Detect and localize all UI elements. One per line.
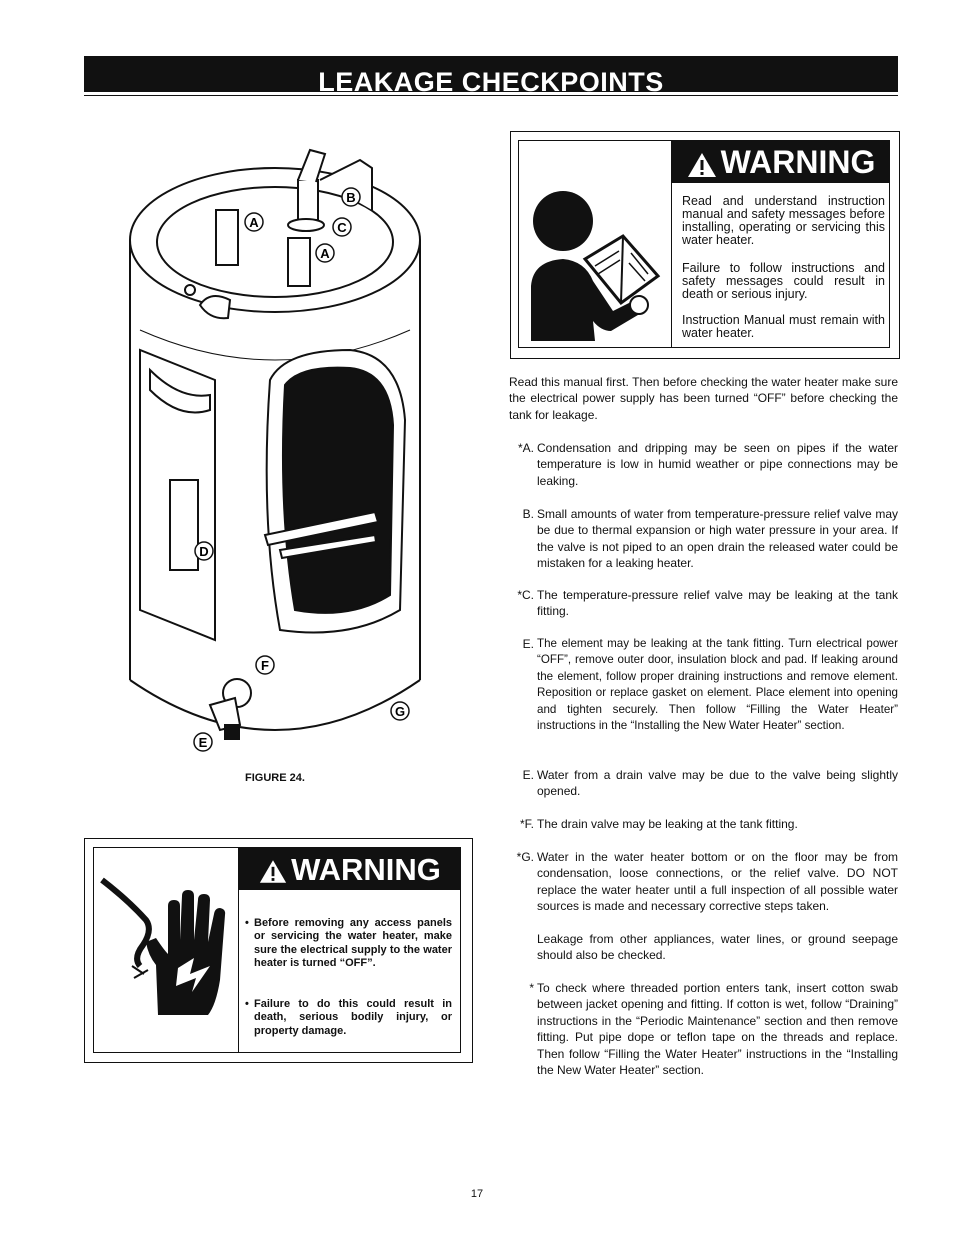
- warning-heading: WARNING: [720, 144, 876, 180]
- svg-text:E: E: [199, 735, 208, 750]
- svg-text:G: G: [395, 704, 405, 719]
- warning-bullet: Failure to do this could result in death…: [245, 998, 452, 1038]
- item-text: Water from a drain valve may be due to t…: [537, 768, 898, 799]
- warning-triangle-icon: [259, 860, 287, 884]
- svg-text:F: F: [261, 658, 269, 673]
- warning-divider: [671, 141, 672, 347]
- electric-shock-hand-icon: [100, 877, 226, 1015]
- warning-paragraph: Failure to follow instructions and safet…: [682, 261, 885, 301]
- warning-header: WARNING: [239, 848, 460, 890]
- item-text: The element may be leaking at the tank f…: [537, 637, 898, 733]
- item-marker: *C.: [517, 588, 534, 602]
- warning-bullet: Before removing any access panels or ser…: [245, 917, 452, 971]
- svg-text:A: A: [249, 215, 259, 230]
- warning-manual-box: WARNING Read and understand instruction …: [510, 131, 900, 359]
- item-text: Water in the water heater bottom or on t…: [537, 850, 898, 914]
- callout-d: D: [194, 541, 214, 561]
- callout-e: E: [193, 732, 213, 752]
- water-heater-figure: A B C A D F G E: [129, 148, 421, 752]
- item-marker: *: [529, 981, 534, 995]
- warning-paragraph: Instruction Manual must remain with wate…: [682, 313, 885, 340]
- figure-caption: FIGURE 24.: [245, 772, 305, 784]
- item-marker: B.: [522, 507, 534, 521]
- callout-a-bottom: A: [315, 243, 335, 263]
- warning-paragraph: Read and understand instruction manual a…: [682, 194, 885, 247]
- warning-heading: WARNING: [291, 852, 441, 887]
- callout-a-top: A: [244, 212, 264, 232]
- item-marker: *A.: [517, 441, 534, 455]
- item-marker: E.: [522, 768, 534, 782]
- callout-c: C: [332, 217, 352, 237]
- warning-triangle-icon: [687, 152, 716, 177]
- person-reading-manual-icon: [531, 191, 661, 341]
- item-marker: *G.: [516, 850, 534, 864]
- warning-electrical-box: WARNING Before removing any access panel…: [84, 838, 473, 1063]
- item-text: The drain valve may be leaking at the ta…: [537, 817, 798, 831]
- callout-g: G: [390, 701, 410, 721]
- page-title-bar: LEAKAGE CHECKPOINTS: [84, 56, 898, 97]
- svg-text:A: A: [320, 246, 330, 261]
- callout-b: B: [341, 187, 361, 207]
- item-text: To check where threaded portion enters t…: [537, 981, 898, 1078]
- svg-text:B: B: [346, 190, 355, 205]
- item-marker: E.: [522, 637, 534, 651]
- warning-divider: [238, 848, 239, 1052]
- page-number: 17: [470, 1188, 484, 1200]
- item-text: Small amounts of water from temperature-…: [537, 507, 898, 571]
- warning-header: WARNING: [672, 141, 889, 183]
- svg-text:C: C: [337, 220, 347, 235]
- item-marker: *F.: [519, 817, 534, 831]
- intro-paragraph: Read this manual first. Then before chec…: [509, 375, 898, 422]
- title-rule: [84, 95, 898, 96]
- item-text: The temperature-pressure relief valve ma…: [537, 588, 898, 619]
- svg-text:D: D: [199, 544, 208, 559]
- item-text: Leakage from other appliances, water lin…: [537, 932, 898, 963]
- callout-f: F: [255, 655, 275, 675]
- item-text: Condensation and dripping may be seen on…: [537, 441, 898, 488]
- page-title: LEAKAGE CHECKPOINTS: [318, 67, 664, 97]
